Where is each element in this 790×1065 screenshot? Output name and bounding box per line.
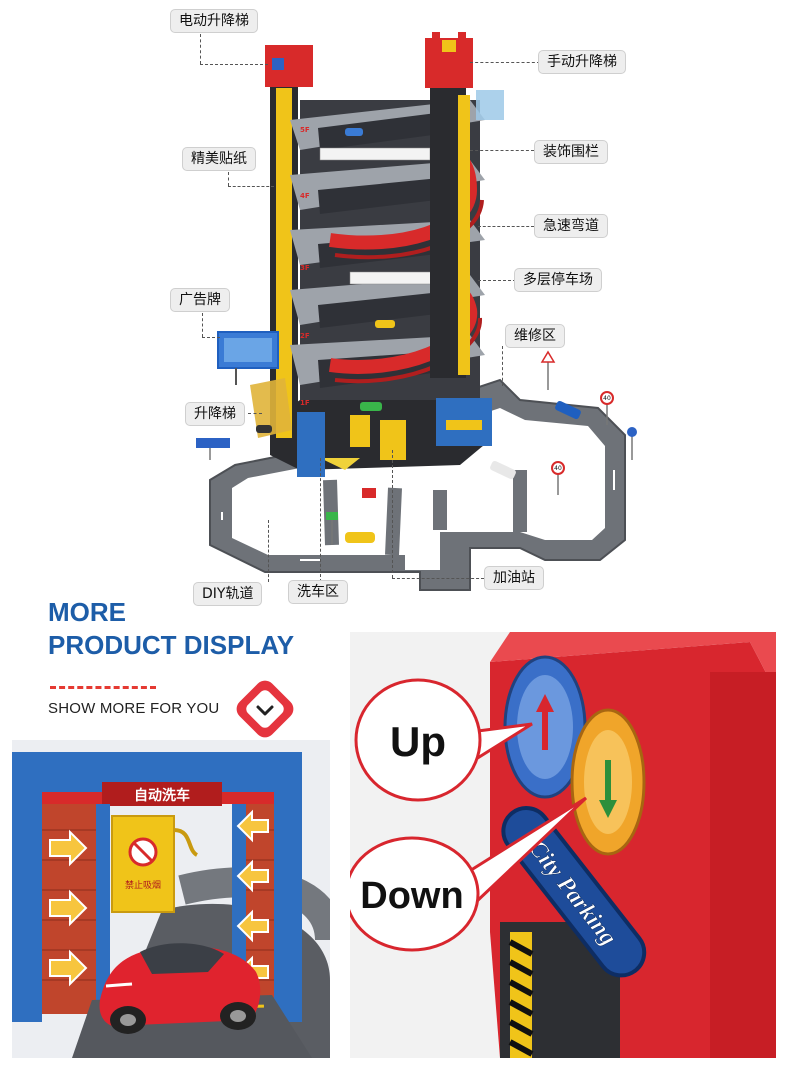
floor-label: 3F [300,264,310,272]
lift-control-photo: City Parking Up Down [350,632,776,1058]
gas-station [350,415,406,460]
billboard [217,331,279,385]
floor-label: 4F [300,192,310,200]
product-diagram: 5F 4F 3F 2F 1F 40 [170,9,637,606]
leader-line [470,62,540,63]
pump-label: 禁止吸烟 [125,879,161,891]
callout-diy-track: DIY轨道 [193,582,263,606]
leader-line [502,346,503,386]
leader-line [478,226,534,227]
leader-line [248,413,262,414]
road-signs: 40 40 [196,350,637,545]
repair-area [436,398,492,446]
leader-line [202,337,220,338]
floor-label: 5F [300,126,310,134]
speed-sign: 40 [603,395,611,402]
car-wash-illustration: 自动洗车 禁止吸烟 [12,740,330,1058]
leader-line [268,520,269,582]
lift-control-illustration: City Parking Up Down [350,632,776,1058]
callout-car-wash: 洗车区 [288,580,348,604]
section-title: MORE PRODUCT DISPLAY [48,596,338,662]
show-more-text: SHOW MORE FOR YOU [48,700,220,717]
red-toy-car [99,943,261,1034]
leader-line [392,450,393,578]
up-label: Up [390,718,446,765]
leader-line [200,64,268,65]
wash-sign: 自动洗车 [134,787,190,804]
leader-line [478,280,516,281]
down-label: Down [360,875,463,917]
floor-labels: 5F 4F 3F 2F 1F [300,126,310,407]
decorative-divider [50,686,156,689]
callout-elevator: 升降梯 [185,402,245,426]
leader-line [228,172,229,186]
callout-manual-lift: 手动升降梯 [538,50,626,74]
parking-tower [265,32,581,543]
elevator-unit [250,378,292,438]
callout-stickers: 精美贴纸 [182,147,256,171]
callout-multi-level-parking: 多层停车场 [514,268,602,292]
chevron-down-icon [256,705,274,716]
speed-sign: 40 [554,465,562,472]
leader-line [228,186,274,187]
callout-electric-lift: 电动升降梯 [170,9,258,33]
floor-label: 1F [300,399,310,407]
leader-line [470,150,534,151]
callout-fence: 装饰围栏 [534,140,608,164]
leader-line [320,458,321,582]
leader-line [392,578,484,579]
car-wash-photo: 自动洗车 禁止吸烟 [12,740,330,1058]
callout-billboard: 广告牌 [170,288,230,312]
floor-label: 2F [300,332,310,340]
callout-sharp-curve: 急速弯道 [534,214,608,238]
title-line-1: MORE [48,597,126,627]
title-line-2: PRODUCT DISPLAY [48,630,295,660]
leader-line [200,34,201,64]
leader-line [202,313,203,337]
callout-gas-station: 加油站 [484,566,544,590]
callout-repair-area: 维修区 [505,324,565,348]
parking-garage-illustration: 5F 4F 3F 2F 1F 40 [196,32,637,591]
